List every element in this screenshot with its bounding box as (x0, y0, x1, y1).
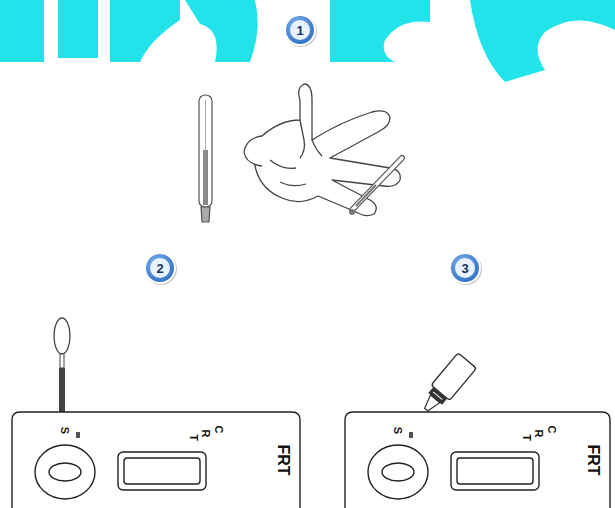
callout-number: 2 (156, 262, 163, 275)
brand-label: FRT (585, 444, 601, 475)
port-label: S (393, 426, 404, 433)
line-label: C (546, 425, 557, 433)
test-cassette (12, 412, 610, 508)
callout-number: 3 (461, 262, 468, 275)
sample-tube (199, 95, 212, 222)
line-label: T (187, 434, 198, 441)
line-label: R (533, 429, 544, 437)
watermark (0, 0, 615, 82)
callout-number: 1 (296, 24, 303, 37)
hand (244, 84, 400, 216)
brand-label: FRT (275, 444, 291, 475)
dropper-bottle (417, 353, 477, 417)
line-label: C (213, 425, 224, 433)
line-label: R (200, 429, 211, 437)
marker-dot (76, 432, 413, 438)
port-label: S (60, 426, 71, 433)
capillary-tube (349, 158, 402, 215)
callout-circle (145, 15, 482, 285)
line-label: T (520, 434, 531, 441)
